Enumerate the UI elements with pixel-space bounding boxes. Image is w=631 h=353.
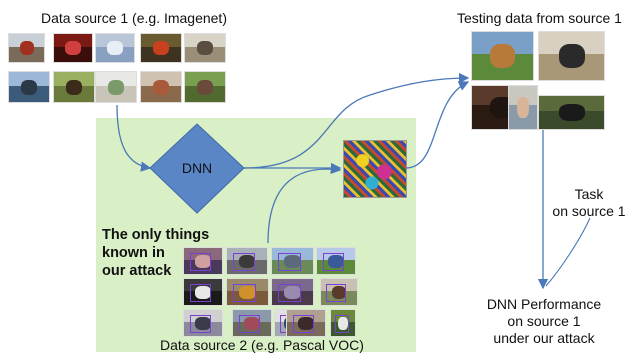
source1-image bbox=[8, 33, 45, 63]
source2-image bbox=[183, 309, 223, 337]
source2-image bbox=[232, 309, 272, 337]
dnn-diamond bbox=[149, 123, 245, 214]
arrow-pattern-to-testing bbox=[405, 81, 470, 169]
task-label-line-1: Task bbox=[574, 186, 604, 202]
task-connector bbox=[545, 217, 591, 287]
source2-image bbox=[226, 278, 269, 306]
source1-image bbox=[140, 71, 182, 103]
known-note-line-1: The only things bbox=[102, 227, 210, 243]
source2-image bbox=[183, 278, 223, 306]
testing-image bbox=[538, 31, 605, 81]
task-label: Task on source 1 bbox=[548, 186, 630, 220]
source1-image bbox=[184, 71, 226, 103]
source2-image bbox=[183, 247, 223, 275]
arrow-source1-to-dnn bbox=[116, 104, 152, 172]
source1-image bbox=[95, 71, 137, 103]
adversarial-pattern-image bbox=[343, 140, 407, 198]
testing-label: Testing data from source 1 bbox=[457, 10, 622, 26]
performance-label-line-1: DNN Performance bbox=[486, 296, 602, 312]
source2-image bbox=[330, 309, 356, 337]
testing-image bbox=[508, 85, 538, 130]
testing-image bbox=[538, 95, 605, 130]
source2-image bbox=[320, 278, 358, 306]
source2-image bbox=[316, 247, 356, 275]
testing-image bbox=[471, 31, 534, 81]
source2-label: Data source 2 (e.g. Pascal VOC) bbox=[160, 337, 364, 353]
source2-image bbox=[271, 278, 314, 306]
arrow-source2-to-pattern bbox=[267, 163, 342, 244]
arrow-dnn-to-testing bbox=[243, 72, 470, 169]
source2-image bbox=[286, 309, 326, 337]
known-note: The only things known in our attack bbox=[102, 226, 209, 280]
task-label-line-2: on source 1 bbox=[552, 203, 626, 219]
source2-image bbox=[271, 247, 314, 275]
source1-image bbox=[8, 71, 50, 103]
known-note-line-2: known in bbox=[102, 245, 165, 261]
source1-image bbox=[53, 71, 95, 103]
source1-image bbox=[53, 33, 93, 63]
dnn-label: DNN bbox=[181, 160, 213, 176]
source1-image bbox=[95, 33, 135, 63]
source1-label: Data source 1 (e.g. Imagenet) bbox=[41, 10, 227, 26]
source1-image bbox=[184, 33, 226, 63]
performance-label-line-3: under our attack bbox=[493, 330, 595, 346]
source2-image bbox=[226, 247, 268, 275]
source1-image bbox=[140, 33, 182, 63]
known-note-line-3: our attack bbox=[102, 263, 172, 279]
performance-label-line-2: on source 1 bbox=[507, 313, 581, 329]
performance-label: DNN Performance on source 1 under our at… bbox=[474, 296, 614, 347]
